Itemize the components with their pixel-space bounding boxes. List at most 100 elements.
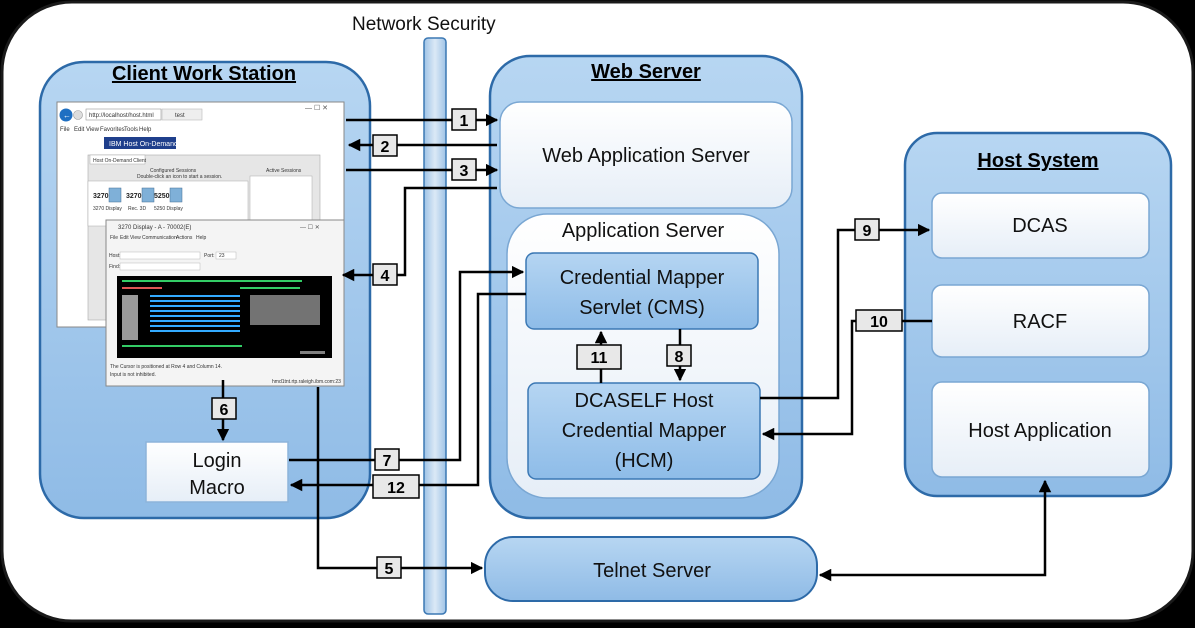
- step-5-badge: 5: [376, 556, 402, 579]
- step-11-badge: 11: [576, 344, 622, 370]
- svg-text:File: File: [60, 127, 70, 133]
- back-arrow-glyph: ←: [63, 111, 71, 120]
- cms-label-1: Credential Mapper: [560, 267, 725, 289]
- step-8-badge: 8: [666, 344, 692, 367]
- address-bar: [85, 108, 162, 121]
- telnet-server-label: Telnet Server: [593, 560, 711, 582]
- forward-icon: [73, 110, 83, 120]
- browser-menu: File Edit View Favorites Tools Help: [60, 127, 152, 133]
- svg-text:Edit: Edit: [120, 235, 129, 241]
- svg-text:3270: 3270: [126, 193, 142, 200]
- svg-text:Rec. 3D: Rec. 3D: [128, 206, 146, 212]
- host-application-label: Host Application: [968, 420, 1111, 442]
- svg-text:Input is not inhibited.: Input is not inhibited.: [110, 372, 156, 378]
- client-workstation-title: Client Work Station: [112, 63, 296, 85]
- step-6-badge: 6: [211, 397, 237, 420]
- svg-text:5: 5: [385, 561, 394, 578]
- svg-text:Actions: Actions: [176, 235, 193, 241]
- host-application-box: Host Application: [931, 381, 1150, 478]
- network-security-label: Network Security: [352, 14, 496, 35]
- svg-text:9: 9: [863, 223, 872, 240]
- svg-text:Help: Help: [139, 127, 152, 133]
- terminal-window: 3270 Display - A - 70002(E) — ☐ ✕ File E…: [105, 219, 345, 387]
- svg-text:Favorites: Favorites: [100, 127, 125, 133]
- svg-text:6: 6: [220, 402, 229, 419]
- dcas-label: DCAS: [1012, 215, 1068, 237]
- racf-box: RACF: [931, 284, 1150, 358]
- telnet-server-box: Telnet Server: [484, 536, 818, 602]
- address-text: http://localhost/host.html: [89, 113, 154, 119]
- session-3270-display-icon: [108, 187, 122, 203]
- hod-banner: [104, 137, 176, 149]
- login-macro-label-1: Login: [193, 450, 242, 472]
- terminal-title: 3270 Display - A - 70002(E): [118, 225, 191, 231]
- svg-text:View: View: [130, 235, 141, 241]
- cms-label-2: Servlet (CMS): [579, 297, 705, 319]
- step-3-badge: 3: [451, 158, 477, 181]
- svg-text:View: View: [86, 127, 100, 133]
- svg-text:3: 3: [460, 163, 469, 180]
- hcm-label-2: Credential Mapper: [562, 420, 727, 442]
- application-server-label: Application Server: [562, 220, 725, 242]
- web-application-server-box: Web Application Server: [499, 101, 793, 209]
- svg-text:23: 23: [219, 253, 225, 259]
- network-security-pole: Network Security: [352, 14, 496, 615]
- svg-text:The Cursor is positioned at Ro: The Cursor is positioned at Row 4 and Co…: [110, 364, 222, 370]
- svg-text:12: 12: [387, 480, 405, 497]
- terminal-screen-lines: [122, 280, 325, 354]
- cms-box: Credential Mapper Servlet (CMS): [525, 252, 759, 330]
- svg-text:Double-click an icon to start: Double-click an icon to start a session.: [137, 174, 222, 180]
- svg-text:3270: 3270: [93, 193, 109, 200]
- svg-text:3270 Display: 3270 Display: [93, 206, 122, 212]
- svg-text:10: 10: [870, 314, 888, 331]
- svg-text:hmd1tnt.rtp.raleigh.ibm.com:23: hmd1tnt.rtp.raleigh.ibm.com:23: [272, 379, 341, 385]
- step-2-badge: 2: [372, 134, 398, 157]
- flow-arrows: [216, 113, 1052, 582]
- step-4-badge: 4: [372, 263, 398, 286]
- svg-text:4: 4: [381, 268, 390, 285]
- browser-tab: [161, 108, 203, 121]
- window-controls: — ☐ ✕: [305, 104, 328, 112]
- racf-label: RACF: [1013, 311, 1067, 333]
- svg-text:Edit: Edit: [74, 127, 85, 133]
- hod-banner-text: IBM Host On-Demand: [109, 141, 178, 148]
- terminal-menu: File Edit View Communication Actions Hel…: [110, 235, 207, 241]
- back-icon: [59, 108, 73, 122]
- session-5250-display-icon: [169, 187, 183, 203]
- svg-text:2: 2: [381, 139, 390, 156]
- login-macro-label-2: Macro: [189, 477, 245, 499]
- svg-text:— ☐ ✕: — ☐ ✕: [300, 224, 320, 231]
- step-9-badge: 9: [854, 218, 880, 241]
- hcm-box: DCASELF Host Credential Mapper (HCM): [527, 382, 761, 480]
- step-badges: 1 2 3 4 5 6 7 8 9 10 11 12: [211, 108, 903, 579]
- step-12-badge: 12: [372, 474, 420, 499]
- svg-text:5250: 5250: [154, 193, 170, 200]
- host-system-title: Host System: [977, 150, 1098, 172]
- session-icons: 3270 3270 Display 3270 Rec. 3D 5250 5250…: [93, 187, 183, 212]
- svg-text:8: 8: [675, 349, 684, 366]
- svg-text:Communication: Communication: [142, 235, 177, 241]
- svg-text:Tools: Tools: [124, 127, 138, 133]
- login-macro-box: Login Macro: [145, 441, 289, 503]
- svg-text:7: 7: [383, 453, 392, 470]
- svg-text:11: 11: [591, 350, 608, 367]
- svg-text:File: File: [110, 235, 118, 241]
- svg-text:Help: Help: [196, 235, 207, 241]
- svg-text:1: 1: [460, 113, 469, 130]
- step-10-badge: 10: [855, 309, 903, 332]
- svg-text:Port:: Port:: [204, 253, 215, 259]
- svg-text:Configured Sessions: Configured Sessions: [150, 168, 197, 174]
- svg-text:Host:: Host:: [109, 253, 121, 259]
- svg-text:5250 Display: 5250 Display: [154, 206, 183, 212]
- web-application-server-label: Web Application Server: [542, 145, 750, 167]
- web-server-title: Web Server: [591, 61, 701, 83]
- svg-text:Find:: Find:: [109, 264, 120, 270]
- browser-tab-label: test: [175, 113, 185, 119]
- hod-client-tab: Host On-Demand Client: [93, 158, 147, 164]
- hcm-label-3: (HCM): [615, 450, 674, 472]
- dcas-box: DCAS: [931, 192, 1150, 259]
- step-1-badge: 1: [451, 108, 477, 131]
- hcm-label-1: DCASELF Host: [575, 390, 714, 412]
- session-3270-rec-icon: [141, 187, 155, 203]
